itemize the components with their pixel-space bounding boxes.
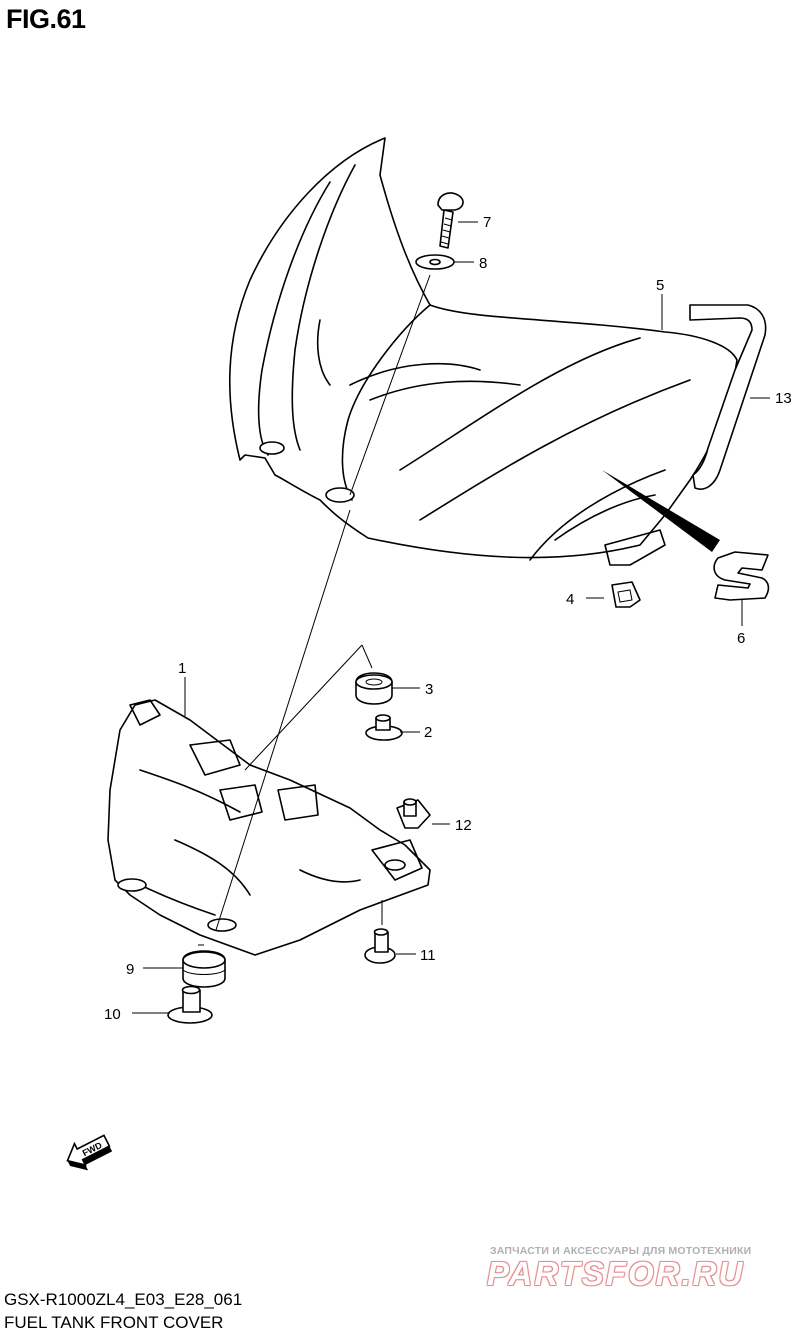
callout-4: 4: [566, 591, 574, 608]
part-4-clip-nut: [611, 581, 641, 608]
callout-11: 11: [420, 947, 436, 964]
part-5-front-cover: [228, 137, 738, 566]
callout-2: 2: [424, 724, 432, 741]
part-9-grommet: [182, 950, 226, 988]
part-10-collar: [167, 985, 213, 1024]
figure-title: FIG.61: [6, 4, 86, 34]
callout-1: 1: [178, 660, 186, 677]
figure-caption: FUEL TANK FRONT COVER: [4, 1313, 224, 1332]
part-2-collar: [365, 714, 403, 741]
watermark-tagline: ЗАПЧАСТИ И АКСЕССУАРЫ ДЛЯ МОТОТЕХНИКИ: [490, 1245, 752, 1257]
callout-6: 6: [737, 630, 745, 647]
emblem-arrow: [602, 470, 720, 552]
part-1-bracket: [107, 699, 431, 956]
callout-12: 12: [455, 817, 472, 834]
model-code: GSX-R1000ZL4_E03_E28_061: [4, 1290, 243, 1309]
callout-9: 9: [126, 961, 134, 978]
part-3-grommet: [355, 672, 393, 705]
part-6-emblem: [713, 551, 770, 601]
part-7-screw: [437, 192, 464, 249]
callout-3: 3: [425, 681, 433, 698]
part-8-washer: [415, 254, 455, 270]
assembly-lines: [198, 274, 431, 946]
callout-7: 7: [483, 214, 491, 231]
callouts: 1 2 3 4 5 6 7 8 9 10 11 12 13: [104, 214, 792, 1023]
part-11-collar: [364, 928, 396, 964]
callout-10: 10: [104, 1006, 121, 1023]
watermark-logo: PARTSFOR.RU: [487, 1255, 745, 1292]
leader-lines: [132, 221, 770, 1014]
callout-5: 5: [656, 277, 664, 294]
part-13-trim: [689, 304, 767, 490]
callout-8: 8: [479, 255, 487, 272]
callout-13: 13: [775, 390, 792, 407]
fwd-arrow-icon: FWD: [66, 1134, 113, 1171]
part-12-nut: [396, 798, 431, 829]
